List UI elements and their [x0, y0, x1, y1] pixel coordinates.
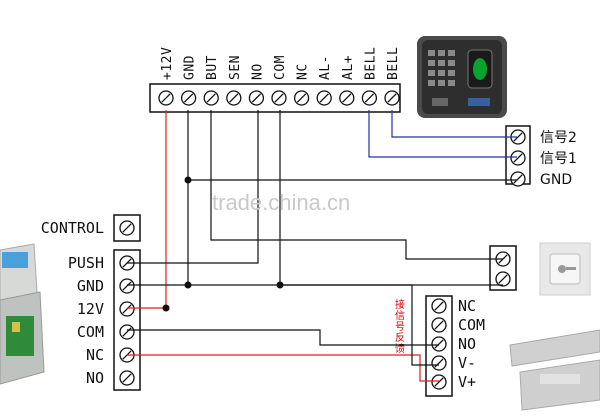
screw-terminal-icon	[119, 301, 135, 317]
controller-terminal-label: +12V	[160, 47, 175, 80]
screw-terminal-icon	[431, 336, 447, 352]
wire-com-lock	[127, 329, 439, 346]
screw-terminal-icon	[248, 90, 265, 106]
control-label: CONTROL	[41, 219, 104, 237]
controller-terminal-label: GND	[183, 55, 198, 80]
screw-terminal-icon	[510, 171, 526, 187]
wire-bell-signal2	[391, 110, 517, 138]
junction-dots	[162, 176, 284, 312]
bell-terminal-label: 信号1	[540, 151, 577, 167]
screw-terminal-icon	[316, 90, 332, 106]
controller-terminal-label: AL-	[318, 55, 333, 80]
controller-terminal-label: AL+	[341, 55, 356, 80]
lock-terminal-screws	[431, 298, 447, 390]
screw-terminal-icon	[431, 355, 447, 371]
power-supply-icon	[0, 243, 45, 385]
screw-terminal-icon	[119, 220, 135, 236]
controller-terminal-labels: +12V GND BUT SEN NO COM NC AL- AL+ BELL BELL	[160, 47, 401, 80]
exit-button-icon	[539, 242, 591, 296]
screw-terminal-icon	[431, 298, 447, 314]
screw-terminal-icon	[384, 90, 400, 106]
screw-terminal-icon	[226, 90, 242, 106]
power-terminal-label: NO	[86, 369, 104, 387]
controller-terminal-screws	[158, 90, 400, 106]
screw-terminal-icon	[180, 90, 197, 106]
wire-bell-signal1	[368, 110, 517, 158]
controller-terminal-label: BELL	[363, 47, 378, 80]
controller-terminal-label: NC	[296, 63, 311, 80]
lock-terminal-label: V-	[458, 354, 476, 372]
screw-terminal-icon	[495, 271, 511, 287]
lock-terminal-label: NC	[458, 297, 476, 315]
screw-terminal-icon	[361, 90, 378, 106]
control-terminal-screw	[119, 220, 135, 236]
controller-terminal-label: NO	[250, 63, 265, 80]
screw-terminal-icon	[119, 324, 135, 340]
screw-terminal-icon	[510, 150, 526, 166]
power-terminal-label: 12V	[77, 300, 104, 318]
power-terminal-block	[113, 249, 141, 391]
power-terminal-label: NC	[86, 346, 104, 364]
power-terminal-label: GND	[77, 277, 104, 295]
controller-terminal-label: SEN	[228, 55, 243, 80]
lock-terminal-label: COM	[458, 316, 485, 334]
power-terminal-label: COM	[77, 323, 104, 341]
screw-terminal-icon	[271, 90, 287, 106]
feedback-label: 接信号反馈	[395, 298, 405, 355]
bell-terminal-label: 信号2	[540, 130, 577, 146]
screw-terminal-icon	[431, 317, 447, 333]
lock-terminal-label: V+	[458, 373, 476, 391]
bell-terminal-label: GND	[540, 172, 572, 188]
controller-terminal-label: COM	[273, 55, 288, 80]
power-terminal-label: PUSH	[68, 254, 104, 272]
screw-terminal-icon	[119, 370, 135, 386]
screw-terminal-icon	[339, 90, 355, 106]
screw-terminal-icon	[293, 90, 310, 106]
screw-terminal-icon	[203, 90, 219, 106]
controller-terminal-label: BELL	[386, 47, 401, 80]
screw-terminal-icon	[158, 90, 174, 106]
wire-but-exit	[210, 110, 503, 260]
bell-terminal-screws	[510, 129, 526, 187]
power-terminal-labels: PUSH GND 12V COM NC NO	[68, 254, 104, 387]
screw-terminal-icon	[119, 278, 135, 294]
watermark: trade.china.cn	[212, 190, 350, 215]
fingerprint-reader-icon	[417, 36, 507, 118]
controller-terminal-label: BUT	[205, 55, 220, 80]
screw-terminal-icon	[431, 374, 447, 390]
feedback-text: 接信号反馈	[395, 298, 405, 355]
wire-lock-vplus	[127, 354, 439, 382]
lock-terminal-label: NO	[458, 335, 476, 353]
magnetic-lock-icon	[509, 329, 600, 411]
control-terminal	[113, 214, 141, 242]
power-terminal-screws	[119, 255, 135, 386]
wire-sen-push	[127, 110, 259, 264]
